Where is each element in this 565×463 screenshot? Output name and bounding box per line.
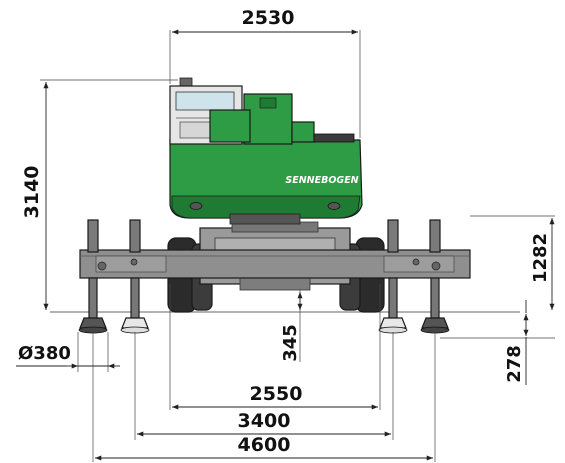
boom-base	[209, 93, 355, 145]
dimension-labels: 2530 3140 1282 345 278 Ø380 2550 3400 46…	[18, 7, 551, 456]
label-ground-clearance: 345	[280, 324, 301, 362]
label-height-total: 3140	[21, 166, 43, 219]
label-height-outrigger: 1282	[530, 233, 551, 283]
label-width-outriggers-outer: 4600	[238, 434, 291, 456]
label-top-width: 2530	[242, 7, 295, 29]
extension-lines	[40, 30, 555, 462]
upper-carriage: SENNEBOGEN	[169, 139, 363, 225]
outrigger-beam	[79, 249, 471, 279]
label-width-outriggers-inner: 3400	[238, 410, 291, 432]
dimension-lines	[16, 29, 555, 461]
machine-illustration: SENNEBOGEN	[50, 77, 520, 334]
brand-logo: SENNEBOGEN	[285, 175, 358, 186]
cab	[169, 77, 243, 145]
outrigger-posts	[87, 219, 441, 253]
label-pad-diameter: Ø380	[18, 343, 71, 364]
outrigger-pads	[78, 317, 450, 334]
label-width-track: 2550	[250, 383, 303, 405]
label-pad-height: 278	[504, 345, 525, 383]
